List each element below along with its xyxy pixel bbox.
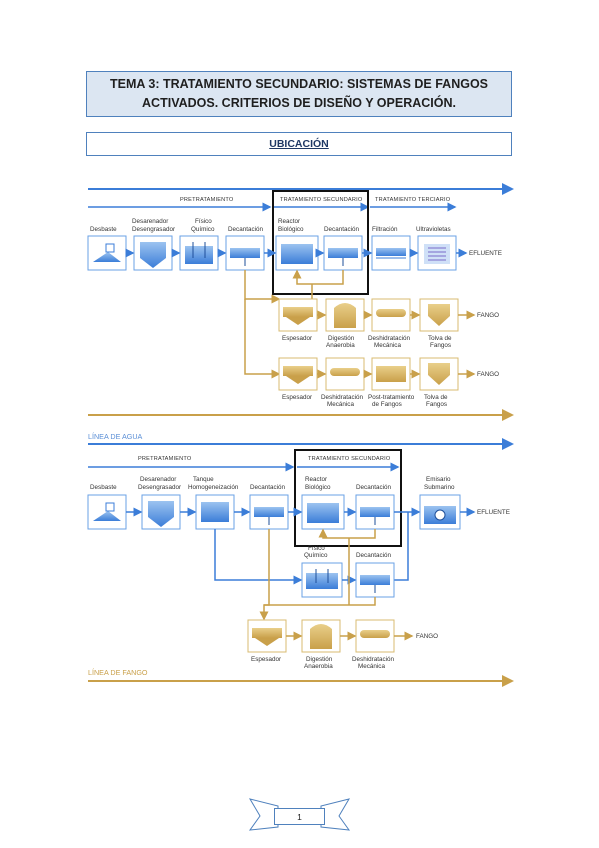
d2-tanque-unit	[195, 494, 235, 530]
d2-desarenador-unit	[141, 494, 181, 530]
d2-digestion-unit	[301, 619, 341, 653]
d2-decantacion2-unit	[355, 494, 395, 530]
d1-r1-label-fango: FANGO	[477, 312, 499, 319]
d1-r2-label-fangos: Fangos	[426, 401, 447, 408]
d1-r2-label-de-fangos: de Fangos	[372, 401, 402, 408]
d1-fisico-quimico-unit	[179, 235, 219, 271]
diagram-2: LÍNEA DE AGUA PRETRATAMIENTO TRATAMIENTO…	[87, 432, 514, 687]
d1-section-sec: TRATAMIENTO SECUNDARIO	[280, 197, 363, 203]
d2-decantacion1-unit	[249, 494, 289, 530]
document-title: TEMA 3: TRATAMIENTO SECUNDARIO: SISTEMAS…	[109, 77, 489, 110]
d1-deshidratacion-unit-1	[371, 298, 411, 332]
d2-desbaste-unit	[87, 494, 127, 530]
d1-deshidratacion-unit-2	[325, 357, 365, 391]
d2-section-sec: TRATAMIENTO SECUNDARIO	[308, 456, 391, 462]
d1-r2-label-post: Post-tratamiento	[368, 394, 415, 401]
d1-label-decantacion1: Decantación	[228, 226, 264, 233]
d1-desbaste-unit	[87, 235, 127, 271]
section-heading: UBICACIÓN	[269, 138, 329, 150]
d1-section-ter: TRATAMIENTO TERCIARIO	[375, 197, 451, 203]
d1-uv-unit	[417, 235, 457, 271]
d2-branch-decantacion-unit	[355, 562, 395, 598]
d1-decantacion2-unit	[323, 235, 363, 271]
d2-label-submarino: Submarino	[424, 484, 455, 491]
d1-label-biologico: Biológico	[278, 226, 304, 233]
page-number: 1	[274, 808, 325, 825]
d1-label-quimico: Químico	[191, 226, 215, 233]
d2-label-desarenador: Desarenador	[140, 476, 176, 483]
d2-secondary-highlight	[294, 449, 402, 547]
d2-label-tanque: Tanque	[193, 476, 214, 483]
d1-r2-label-deshidratacion: Deshidratación	[321, 394, 364, 401]
d1-label-reactor: Reactor	[278, 218, 300, 225]
d1-filtracion-unit	[371, 235, 411, 271]
d1-reactor-unit	[275, 235, 319, 271]
d2-espesador-unit	[247, 619, 287, 653]
d1-label-uv: Ultravioletas	[416, 226, 451, 233]
d2-label-digestion: Digestión	[306, 656, 333, 663]
d2-label-reactor: Reactor	[305, 476, 327, 483]
d1-r2-label-fango: FANGO	[477, 371, 499, 378]
d1-espesador-unit-1	[278, 298, 318, 332]
d2-label-quimico: Químico	[304, 552, 328, 559]
d1-r1-label-fangos: Fangos	[430, 342, 451, 349]
d1-label-desbaste: Desbaste	[90, 226, 117, 233]
d2-label-desbaste: Desbaste	[90, 484, 117, 491]
d1-r1-label-anaerobia: Anaerobia	[326, 342, 355, 349]
d1-r1-label-mecanica: Mecánica	[374, 342, 401, 349]
d1-decantacion1-unit	[225, 235, 265, 271]
d1-r1-label-tolva: Tolva de	[428, 335, 452, 342]
d1-label-desarenador: Desarenador	[132, 218, 168, 225]
d1-r2-label-tolva: Tolva de	[424, 394, 448, 401]
diagram-1: PRETRATAMIENTO TRATAMIENTO SECUNDARIO TR…	[87, 183, 514, 421]
d2-label-mecanica: Mecánica	[358, 663, 385, 670]
d2-deshidratacion-unit	[355, 619, 395, 653]
d1-r1-label-digestion: Digestión	[328, 335, 355, 342]
d2-reactor-unit	[301, 494, 345, 530]
document-title-box: TEMA 3: TRATAMIENTO SECUNDARIO: SISTEMAS…	[86, 71, 512, 117]
d1-espesador-unit-2	[278, 357, 318, 391]
d1-r2-label-espesador: Espesador	[282, 394, 312, 401]
d2-section-pre: PRETRATAMIENTO	[138, 456, 192, 462]
d2-label-desengrasador: Desengrasador	[138, 484, 181, 491]
d2-label-emisario: Emisario	[426, 476, 451, 483]
d1-secondary-highlight	[272, 190, 369, 295]
d2-label-efluente: EFLUENTE	[477, 509, 510, 516]
d1-r2-label-mecanica: Mecánica	[327, 401, 354, 408]
d1-label-desengrasador: Desengrasador	[132, 226, 175, 233]
d1-desarenador-unit	[133, 235, 173, 271]
d2-label-branch-decantacion: Decantación	[356, 552, 392, 559]
d1-label-efluente: EFLUENTE	[469, 250, 502, 257]
d1-section-pre: PRETRATAMIENTO	[180, 197, 234, 203]
d2-label-fisico: Físico	[308, 545, 325, 552]
d2-fisico-quimico-unit	[301, 562, 343, 598]
section-heading-box: UBICACIÓN	[86, 132, 512, 156]
d2-label-fango: FANGO	[416, 633, 438, 640]
d1-digestion-unit	[325, 298, 365, 332]
d2-label-decantacion2: Decantación	[356, 484, 392, 491]
d2-label-anaerobia: Anaerobia	[304, 663, 333, 670]
d1-tolva-unit-2	[419, 357, 459, 391]
page-number-ribbon	[248, 798, 351, 831]
d1-label-fisico: Físico	[195, 218, 212, 225]
d2-label-espesador: Espesador	[251, 656, 281, 663]
d1-tolva-unit-1	[419, 298, 459, 332]
d1-r1-label-espesador: Espesador	[282, 335, 312, 342]
d2-emisario-unit	[419, 494, 461, 530]
page-number-text: 1	[297, 811, 302, 822]
d2-label-biologico: Biológico	[305, 484, 331, 491]
d1-label-decantacion2: Decantación	[324, 226, 360, 233]
d1-post-tratamiento-unit	[371, 357, 411, 391]
d1-label-filtracion: Filtración	[372, 226, 398, 233]
d2-label-linea-fango: LÍNEA DE FANGO	[88, 668, 148, 677]
d1-r1-label-deshidratacion: Deshidratación	[368, 335, 411, 342]
d2-label-decantacion1: Decantación	[250, 484, 286, 491]
d2-label-homogeneizacion: Homogeneización	[188, 484, 239, 491]
d2-label-linea-agua: LÍNEA DE AGUA	[88, 432, 143, 441]
d2-label-deshidratacion: Deshidratación	[352, 656, 395, 663]
